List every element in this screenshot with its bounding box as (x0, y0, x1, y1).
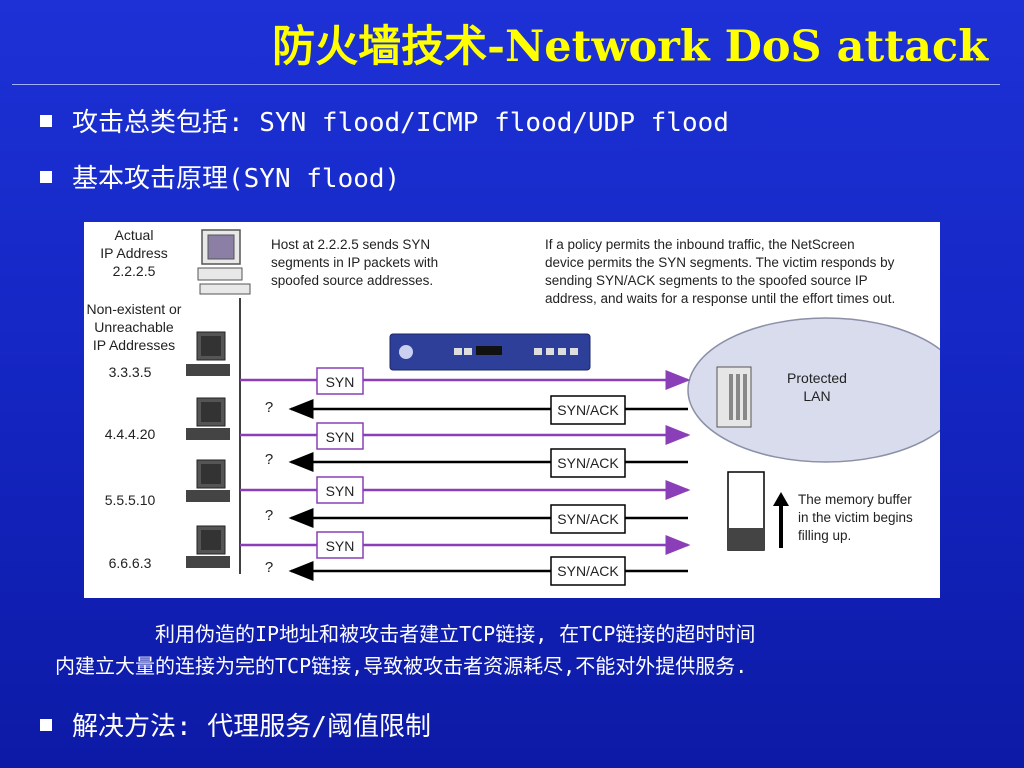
question-mark: ? (265, 399, 273, 416)
protected-lan-line-2: LAN (803, 388, 830, 404)
question-mark: ? (265, 559, 273, 576)
synack-box (550, 504, 626, 534)
bullet-text: 基本攻击原理(SYN flood) (72, 164, 401, 194)
host-row-3: 5.5.5.10 SYN SYN/ACK ? (105, 459, 691, 534)
bullet-text: 攻击总类包括: SYN flood/ICMP flood/UDP flood (72, 108, 729, 138)
memory-buffer-icon (727, 471, 765, 551)
host-ip-label: 6.6.6.3 (109, 555, 152, 571)
attacker-computer-icon (197, 229, 251, 295)
host-ip-label: 3.3.3.5 (109, 364, 152, 380)
synack-label: SYN/ACK (557, 402, 619, 418)
host-row-1: 3.3.3.5 SYN SYN/ACK ? (109, 331, 691, 425)
synack-label: SYN/ACK (557, 511, 619, 527)
policy-note-line-2: device permits the SYN segments. The vic… (545, 255, 895, 270)
synack-box (550, 448, 626, 478)
slide-title: 防火墙技术-Network DoS attack (272, 22, 988, 72)
bullet-basic-principle: 基本攻击原理(SYN flood) (40, 158, 400, 195)
memory-note-line-1: The memory buffer (798, 492, 912, 507)
title-divider (12, 84, 1000, 85)
bullet-marker (40, 170, 52, 183)
syn-label: SYN (326, 538, 355, 554)
host-note-line-3: spoofed source addresses. (271, 273, 433, 288)
actual-ip-label: Actual IP Address 2.2.2.5 (100, 227, 167, 279)
spoofed-host-computer-icon (186, 397, 230, 440)
actual-label-line-3: 2.2.2.5 (113, 263, 156, 279)
actual-label-line-1: Actual (115, 227, 154, 243)
protected-lan: Protected LAN (687, 317, 965, 463)
bullet-marker (40, 114, 52, 127)
netscreen-device-icon (389, 333, 591, 371)
memory-note-line-2: in the victim begins (798, 510, 913, 525)
host-ip-label: 4.4.4.20 (105, 426, 156, 442)
question-mark: ? (265, 507, 273, 524)
syn-flood-diagram: Actual IP Address 2.2.2.5 Non-existent o… (84, 222, 965, 598)
nonexistent-label-line-1: Non-existent or (87, 301, 182, 317)
syn-label: SYN (326, 374, 355, 390)
bullet-text: 解决方法: 代理服务/阈值限制 (72, 712, 431, 742)
bullet-attack-types: 攻击总类包括: SYN flood/ICMP flood/UDP flood (40, 102, 729, 139)
syn-box (316, 476, 364, 504)
spoofed-host-computer-icon (186, 525, 230, 568)
diagram-svg: Actual IP Address 2.2.2.5 Non-existent o… (87, 227, 965, 586)
policy-note-line-1: If a policy permits the inbound traffic,… (545, 237, 855, 252)
policy-note-line-4: address, and waits for a response until … (545, 291, 895, 306)
nonexistent-ip-label: Non-existent or Unreachable IP Addresses (87, 301, 182, 353)
host-ip-label: 5.5.5.10 (105, 492, 156, 508)
syn-box (316, 422, 364, 450)
nonexistent-label-line-2: Unreachable (94, 319, 174, 335)
policy-note-line-3: sending SYN/ACK segments to the spoofed … (545, 273, 868, 288)
syn-label: SYN (326, 429, 355, 445)
memory-note: The memory buffer in the victim begins f… (798, 492, 913, 543)
bullet-solution: 解决方法: 代理服务/阈值限制 (40, 706, 431, 743)
host-row-2: 4.4.4.20 SYN SYN/ACK ? (105, 397, 691, 478)
synack-label: SYN/ACK (557, 455, 619, 471)
caption-line-1: 利用伪造的IP地址和被攻击者建立TCP链接, 在TCP链接的超时时间 (155, 622, 756, 646)
question-mark: ? (265, 451, 273, 468)
nonexistent-label-line-3: IP Addresses (93, 337, 175, 353)
host-note: Host at 2.2.2.5 sends SYN segments in IP… (271, 237, 438, 288)
actual-label-line-2: IP Address (100, 245, 167, 261)
syn-label: SYN (326, 483, 355, 499)
bullet-marker (40, 718, 52, 731)
syn-box (316, 367, 364, 395)
protected-lan-line-1: Protected (787, 370, 847, 386)
synack-box (550, 556, 626, 586)
syn-box (316, 531, 364, 559)
memory-note-line-3: filling up. (798, 528, 851, 543)
spoofed-host-computer-icon (186, 331, 230, 376)
synack-box (550, 395, 626, 425)
caption-line-2: 内建立大量的连接为完的TCP链接,导致被攻击者资源耗尽,不能对外提供服务. (55, 654, 748, 678)
policy-note: If a policy permits the inbound traffic,… (545, 237, 895, 306)
host-note-line-2: segments in IP packets with (271, 255, 438, 270)
host-row-4: 6.6.6.3 SYN SYN/ACK ? (109, 525, 691, 586)
buffer-up-arrow-head (773, 492, 789, 506)
host-note-line-1: Host at 2.2.2.5 sends SYN (271, 237, 430, 252)
synack-label: SYN/ACK (557, 563, 619, 579)
spoofed-host-computer-icon (186, 459, 230, 502)
server-icon (716, 366, 752, 428)
